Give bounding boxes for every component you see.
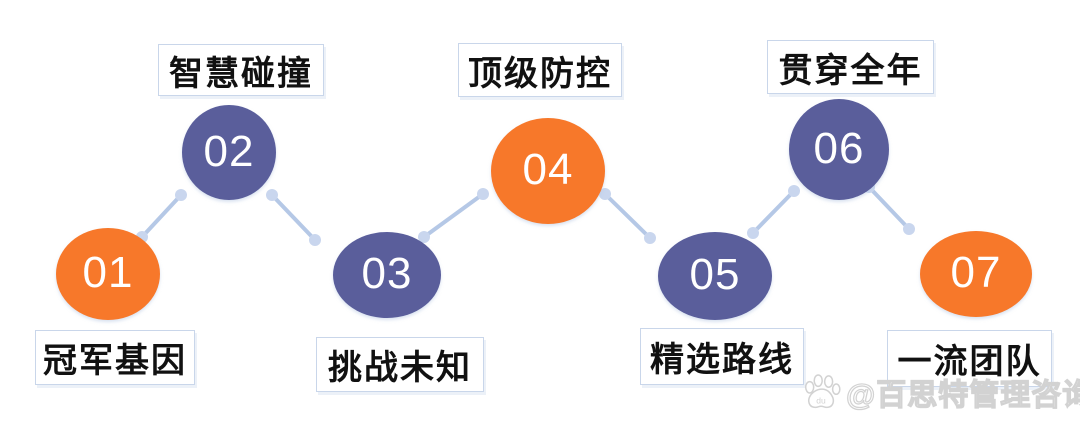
step-number: 01 (82, 248, 134, 297)
step-label-06: 贯穿全年 (767, 40, 934, 94)
step-number: 07 (950, 248, 1002, 297)
step-node-03: 03 (333, 232, 441, 318)
step-number: 03 (361, 249, 413, 298)
step-number: 06 (813, 123, 865, 173)
step-label-text: 一流团队 (897, 343, 1042, 381)
step-number: 05 (689, 250, 741, 299)
step-label-05: 精选路线 (640, 328, 804, 385)
step-label-04: 顶级防控 (458, 43, 622, 97)
step-label-text: 顶级防控 (468, 54, 612, 93)
step-label-text: 挑战未知 (328, 349, 472, 387)
step-node-04: 04 (491, 118, 605, 224)
step-label-03: 挑战未知 (316, 337, 484, 392)
step-label-01: 冠军基因 (35, 330, 195, 385)
step-label-07: 一流团队 (887, 330, 1052, 387)
step-node-05: 05 (658, 232, 772, 320)
step-label-text: 精选路线 (650, 341, 794, 379)
step-node-01: 01 (56, 228, 160, 320)
step-label-02: 智慧碰撞 (158, 44, 324, 96)
step-number: 04 (522, 145, 574, 194)
step-label-text: 冠军基因 (43, 342, 187, 380)
step-label-text: 智慧碰撞 (169, 54, 313, 93)
step-label-text: 贯穿全年 (778, 51, 923, 90)
step-node-02: 02 (182, 105, 276, 200)
step-number: 02 (203, 126, 255, 176)
step-node-07: 07 (920, 231, 1032, 317)
step-node-06: 06 (789, 99, 889, 200)
